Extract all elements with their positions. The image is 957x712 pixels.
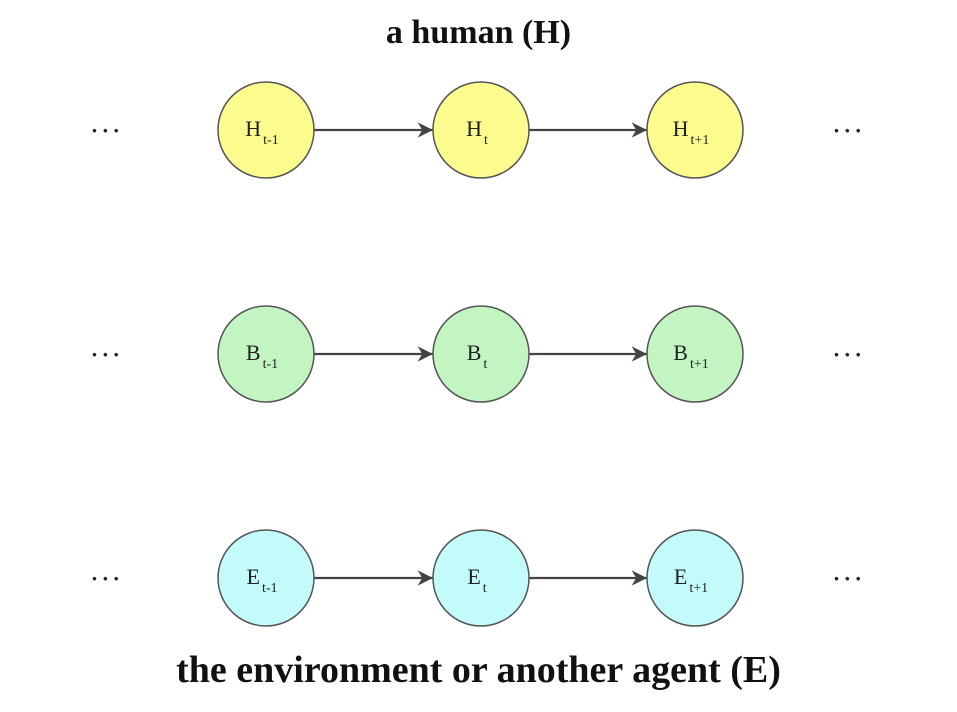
ellipsis-right-H: ...: [832, 106, 865, 139]
edges-group: [314, 122, 647, 586]
ellipsis-left-H: ...: [90, 106, 123, 139]
node-circle: [646, 305, 744, 403]
ellipsis-right-E: ...: [832, 554, 865, 587]
ellipsis-left-B: ...: [90, 330, 123, 363]
title-human: a human (H): [385, 14, 572, 51]
title-environment: the environment or another agent (E): [176, 649, 781, 691]
ellipsis-right-B: ...: [832, 330, 865, 363]
node-circle: [646, 529, 744, 627]
node-circle: [646, 81, 744, 179]
node-circle: [217, 305, 315, 403]
node-circle: [217, 81, 315, 179]
node-circle: [432, 305, 530, 403]
node-circle: [432, 529, 530, 627]
node-circle: [217, 529, 315, 627]
ellipsis-left-E: ...: [90, 554, 123, 587]
node-circle: [432, 81, 530, 179]
